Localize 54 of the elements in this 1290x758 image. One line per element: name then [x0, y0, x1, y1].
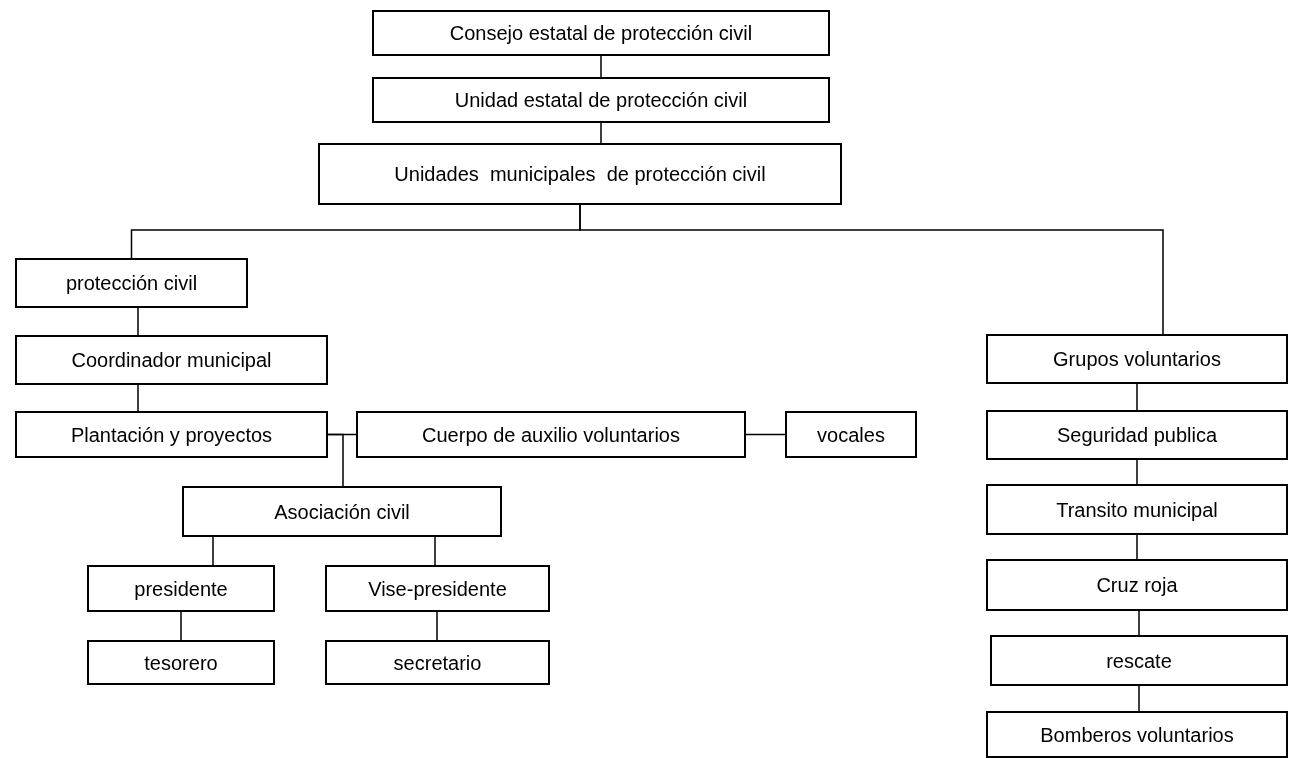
connector-line: [434, 536, 436, 566]
org-box: [318, 143, 842, 205]
org-box: [182, 486, 502, 537]
org-box: [986, 711, 1288, 758]
org-box: [986, 559, 1288, 611]
connector-line: [600, 122, 602, 144]
connector-line: [579, 204, 1164, 335]
org-box: [325, 565, 550, 612]
connector-line: [600, 55, 602, 78]
org-box: [15, 258, 248, 308]
connector-line: [212, 536, 214, 566]
box-label: secretario: [393, 650, 482, 675]
box-label: Coordinador municipal: [71, 348, 272, 372]
org-box: [785, 411, 917, 458]
org-box: [15, 411, 328, 458]
box-label: Transito municipal: [1056, 497, 1218, 522]
box-label: Unidades municipales de protección civil: [394, 162, 766, 186]
org-box: [15, 335, 328, 385]
box-label: protección civil: [65, 271, 198, 295]
box-label: vocales: [817, 422, 885, 447]
box-label: Cruz roja: [1096, 573, 1178, 597]
box-label: presidente: [134, 576, 228, 601]
connector-line: [137, 384, 139, 412]
org-box: [990, 635, 1288, 686]
box-label: rescate: [1106, 648, 1172, 673]
connector-line: [137, 307, 139, 336]
org-box: [356, 411, 746, 458]
box-label: Asociación civil: [274, 499, 410, 524]
box-label: Consejo estatal de protección civil: [449, 21, 753, 45]
box-label: Plantación y proyectos: [70, 422, 273, 447]
org-box: [986, 334, 1288, 384]
org-box: [87, 640, 275, 685]
connector-line: [1138, 685, 1140, 712]
connector-line: [1136, 459, 1138, 485]
box-label: Grupos voluntarios: [1053, 347, 1221, 371]
box-label: Vise-presidente: [368, 576, 507, 601]
org-box: [372, 10, 830, 56]
connector-line: [1136, 534, 1138, 560]
connector-line: [180, 611, 182, 641]
box-label: Bomberos voluntarios: [1040, 722, 1234, 747]
org-box: [87, 565, 275, 612]
org-box: [325, 640, 550, 685]
connector-line: [745, 433, 786, 436]
org-box: [986, 410, 1288, 460]
box-label: Seguridad publica: [1056, 423, 1218, 447]
box-label: Unidad estatal de protección civil: [454, 88, 748, 112]
org-box: [372, 77, 830, 123]
connector-line: [327, 433, 344, 487]
box-label: tesorero: [144, 650, 218, 675]
connector-line: [436, 611, 438, 641]
connector-line: [1138, 610, 1140, 636]
org-box: [986, 484, 1288, 535]
box-label: Cuerpo de auxilio voluntarios: [422, 422, 680, 447]
connector-line: [1136, 383, 1138, 411]
